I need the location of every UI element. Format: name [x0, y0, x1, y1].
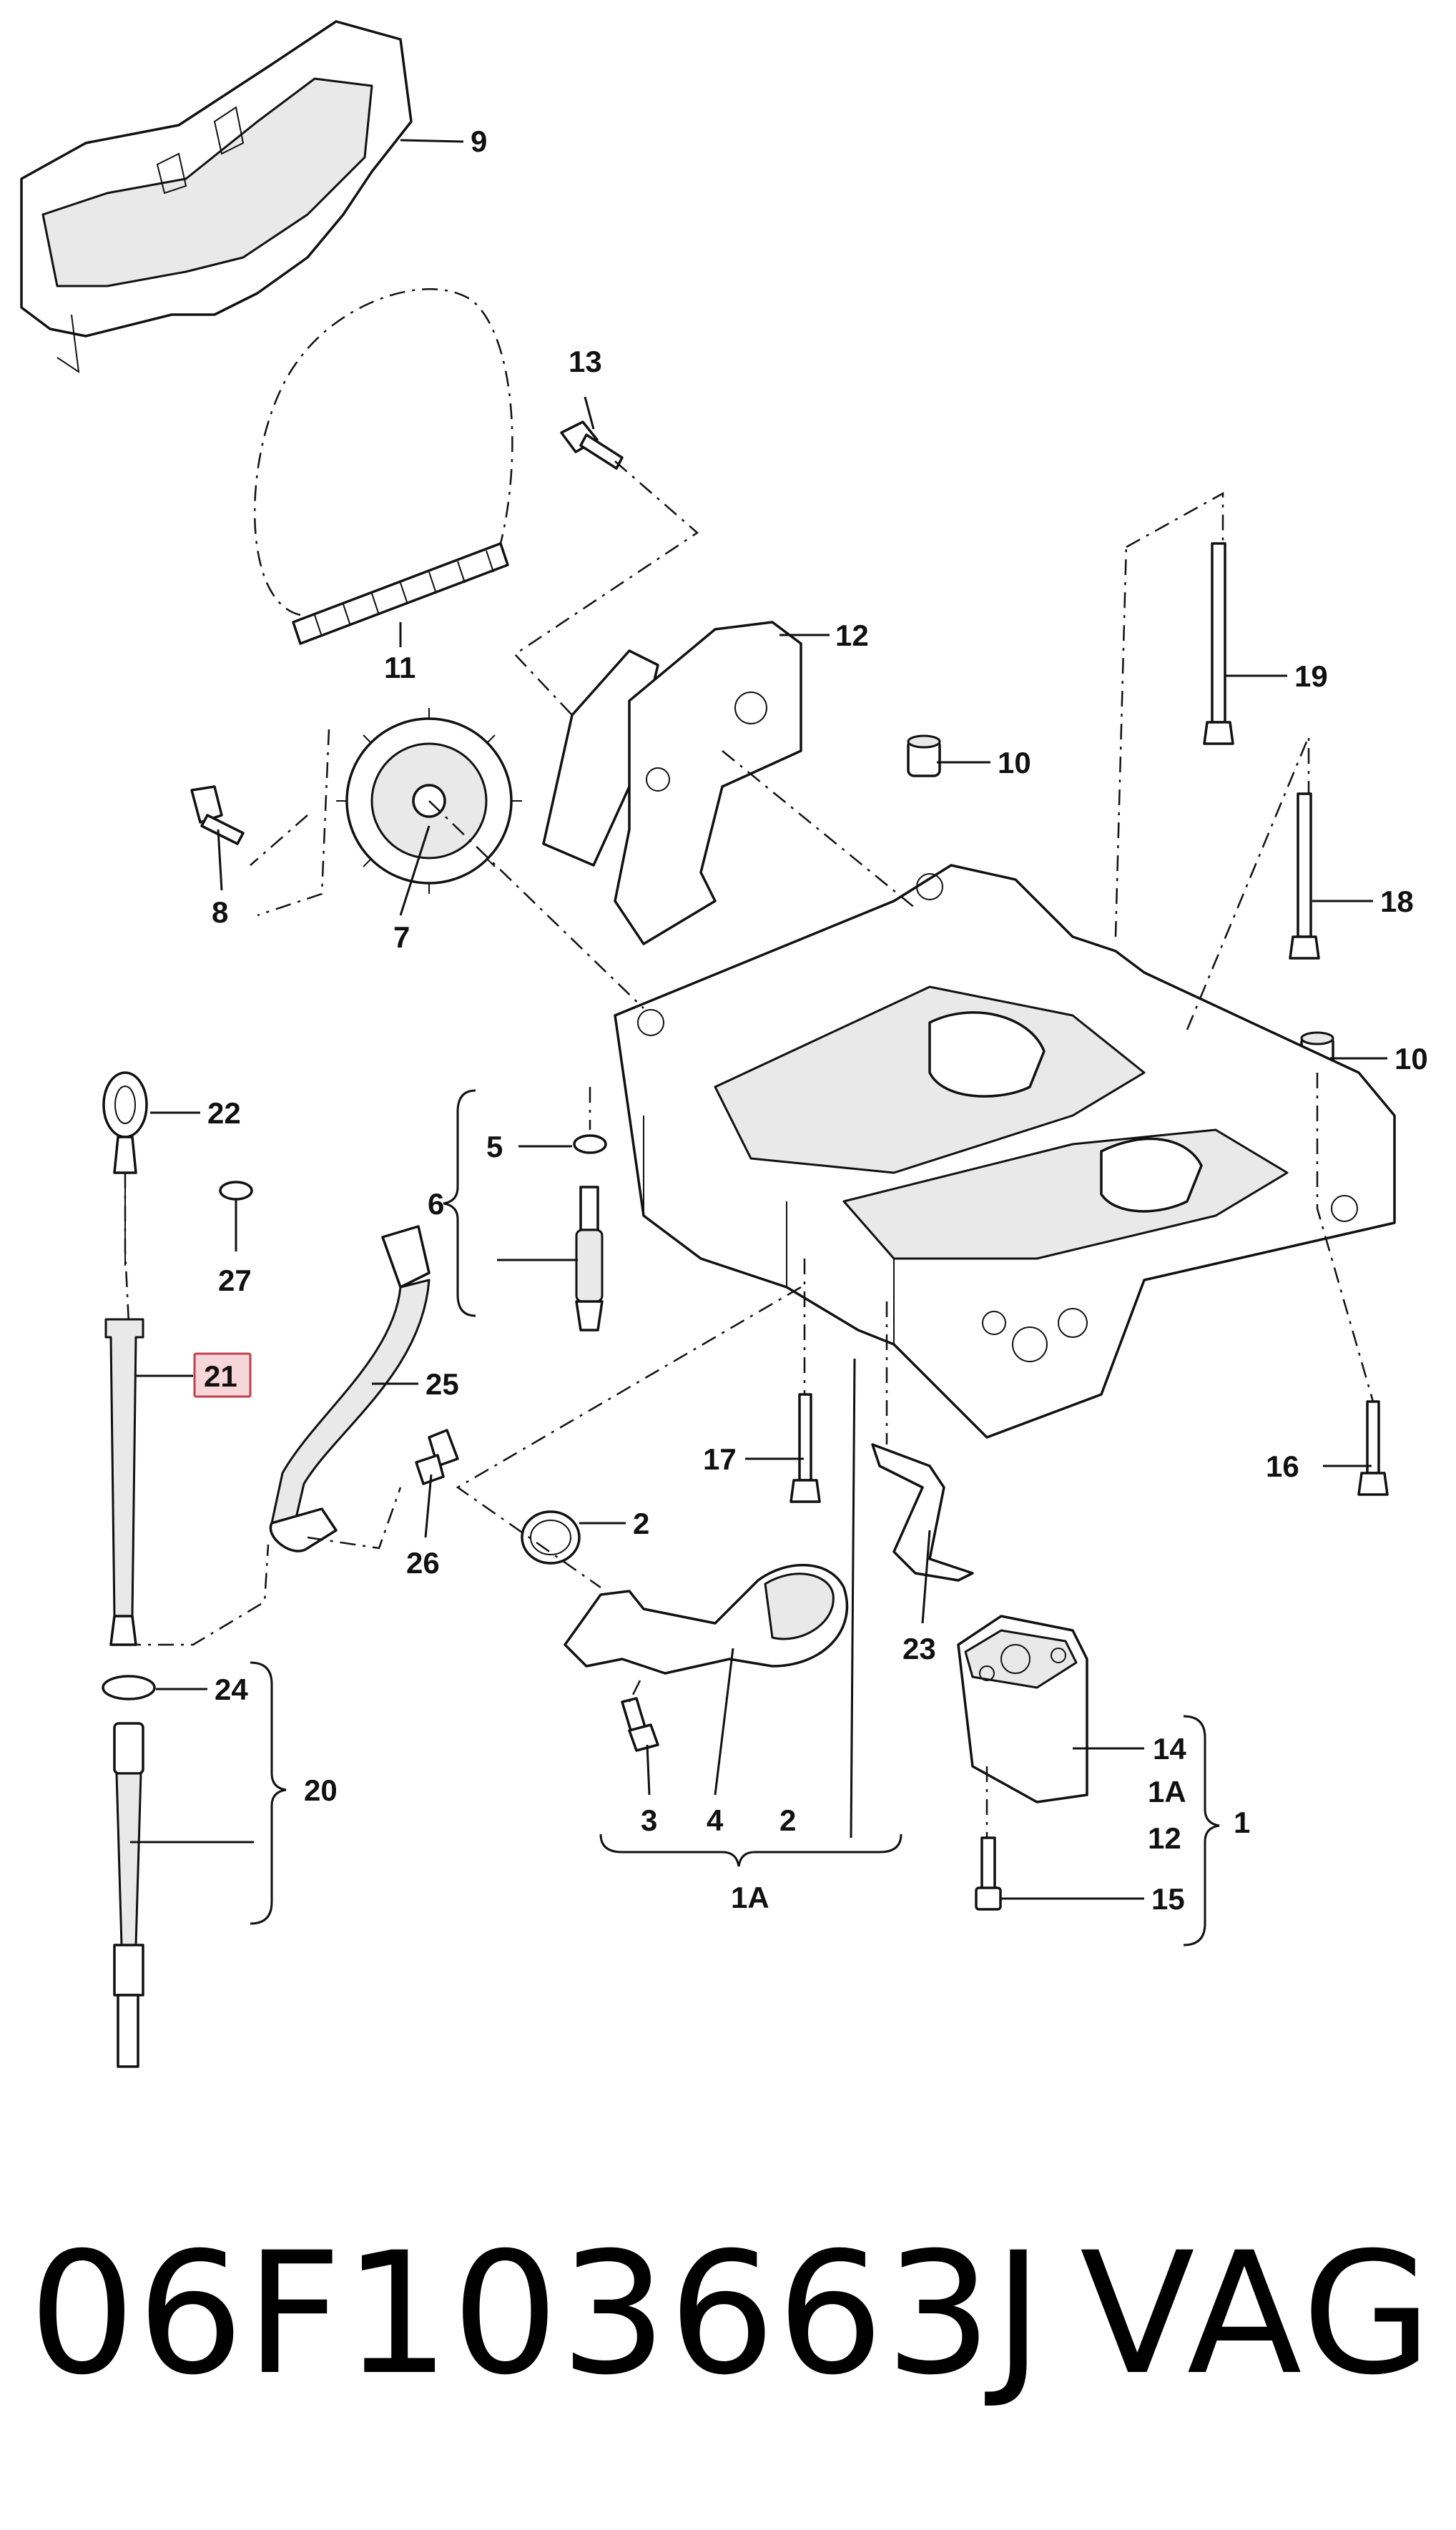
callout-12-top: 12 [835, 619, 869, 652]
breather-hose-part [269, 1225, 431, 1552]
pressure-valve-part [573, 1134, 607, 1332]
seal-24-part [102, 1675, 156, 1700]
bolt-13-part [560, 420, 624, 470]
callout-4: 4 [707, 1803, 724, 1837]
callout-26: 26 [406, 1546, 440, 1580]
bolt-16-part [1357, 1400, 1389, 1496]
callout-27: 27 [218, 1264, 252, 1297]
long-bolt-18-part [1289, 792, 1320, 960]
long-bolt-19-part [1203, 542, 1234, 745]
brand-name: VAG [1080, 2217, 1435, 2412]
braces [250, 1089, 1220, 1946]
o-ring-27-part [219, 1181, 253, 1201]
callout-7: 7 [393, 920, 410, 954]
callout-23: 23 [902, 1632, 936, 1665]
callout-19: 19 [1294, 659, 1328, 693]
callout-17: 17 [703, 1442, 737, 1476]
screw-15-part [975, 1836, 1002, 1911]
callout-15: 15 [1151, 1882, 1185, 1916]
callout-13: 13 [569, 345, 602, 378]
callout-1A-bottom: 1A [731, 1881, 769, 1914]
callout-24: 24 [215, 1673, 248, 1706]
callout-22: 22 [207, 1096, 241, 1130]
callout-21: 21 [204, 1359, 237, 1393]
callout-25: 25 [426, 1367, 459, 1401]
callout-9: 9 [471, 124, 487, 158]
bracket-23-part [871, 1443, 974, 1582]
callout-10-right: 10 [1394, 1042, 1428, 1076]
dipstick-tube-upper-part [104, 1318, 144, 1646]
assembly-lines [124, 461, 1374, 1838]
highlighted-callout-box [193, 1352, 252, 1398]
callout-16: 16 [1266, 1449, 1299, 1483]
leader-lines [130, 139, 1387, 1900]
callout-6: 6 [428, 1187, 444, 1221]
oil-pickup-part [564, 1563, 849, 1675]
oil-pump-part [957, 1615, 1088, 1803]
oil-pump-housing-part [614, 864, 1396, 1439]
callout-labels: 9 13 11 12 10 19 8 7 18 10 22 5 6 27 21 … [204, 124, 1428, 1916]
dowel-upper-part [907, 734, 941, 777]
callout-5: 5 [486, 1130, 503, 1163]
part-number: 06F103663J [29, 2217, 1045, 2412]
bolt-8-part [190, 785, 245, 845]
callout-12-right: 12 [1148, 1821, 1181, 1855]
dipstick-handle-part [102, 1071, 148, 1266]
chain-tensioner-part [542, 621, 802, 945]
callout-14: 14 [1153, 1732, 1186, 1766]
callout-2-bottom: 2 [779, 1803, 796, 1837]
callout-10-top: 10 [998, 746, 1031, 779]
callout-20: 20 [304, 1773, 338, 1807]
chain-cover-part [20, 20, 413, 374]
callout-3: 3 [641, 1803, 657, 1837]
callout-1A-right: 1A [1148, 1775, 1186, 1808]
callout-8: 8 [212, 895, 228, 929]
sensor-26-part [415, 1429, 459, 1485]
bolt-3-part [621, 1697, 659, 1752]
callout-11: 11 [384, 651, 415, 684]
callout-2-right: 2 [633, 1507, 649, 1540]
callout-18: 18 [1380, 885, 1414, 918]
timing-chain-part [254, 288, 513, 645]
bolt-17-part [790, 1393, 821, 1503]
callout-1: 1 [1234, 1806, 1250, 1839]
dipstick-tube-lower-part [113, 1722, 144, 2068]
